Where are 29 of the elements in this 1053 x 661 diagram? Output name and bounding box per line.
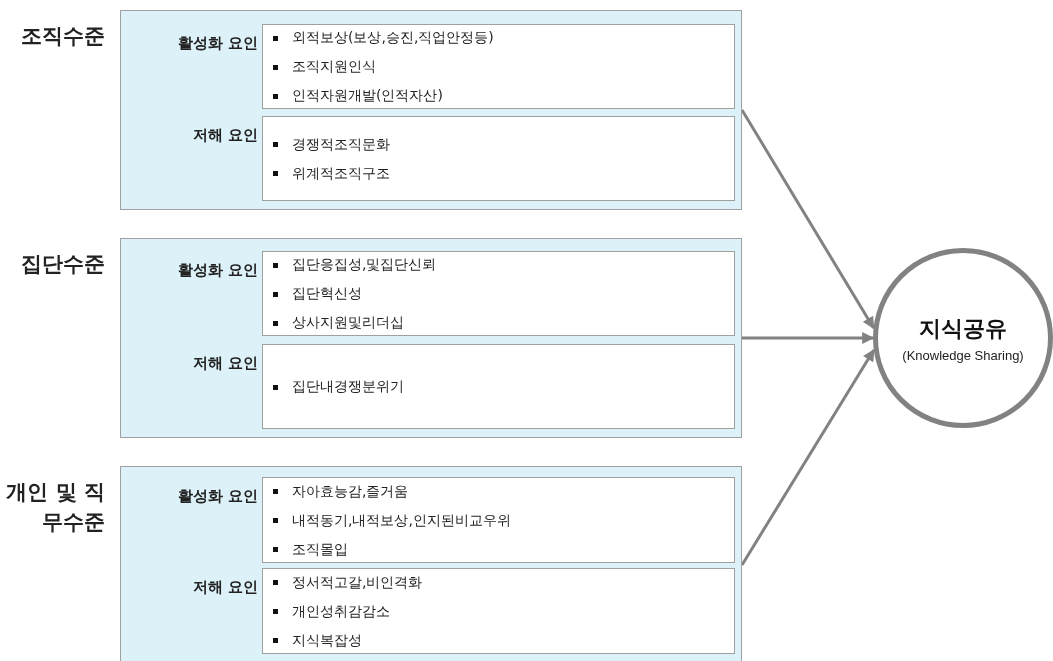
bullet-item: 집단혁신성 [273,279,362,308]
bullet-item: 조직몰입 [273,534,348,564]
arrow [742,332,875,344]
circle-title: 지식공유 [919,314,1007,343]
arrow [740,349,876,566]
factor-label: 활성화 요인 [177,34,258,53]
factor-label: 저해 요인 [192,126,258,145]
bullet-item: 외적보상(보상,승진,직업안정등) [273,23,494,52]
bullet-item: 개인성취감감소 [273,596,390,626]
bullet-item: 경쟁적조직문화 [273,129,390,159]
factor-label: 활성화 요인 [177,261,258,280]
factor-label: 저해 요인 [192,578,258,597]
bullet-item: 집단내경쟁분위기 [273,372,404,401]
level-heading: 조직수준 [20,23,105,50]
factor-label: 저해 요인 [192,354,258,373]
bullet-item: 집단응집성,및집단신뢰 [273,250,437,279]
bullet-item: 자아효능감,즐거움 [273,476,409,506]
level-heading: 집단수준 [20,251,105,278]
circle-subtitle: (Knowledge Sharing) [902,347,1024,363]
bullet-item: 조직지원인식 [273,52,376,81]
factor-label: 활성화 요인 [177,487,258,506]
bullet-item: 상사지원및리더십 [273,308,404,337]
bullet-item: 정서적고갈,비인격화 [273,567,423,597]
arrow [740,109,875,330]
bullet-item: 인적자원개발(인적자산) [273,81,443,110]
level-heading: 개인 및 직무수준 [5,479,105,536]
bullet-item: 위계적조직구조 [273,158,390,188]
bullet-item: 지식복잡성 [273,625,362,655]
bullet-item: 내적동기,내적보상,인지된비교우위 [273,505,511,535]
